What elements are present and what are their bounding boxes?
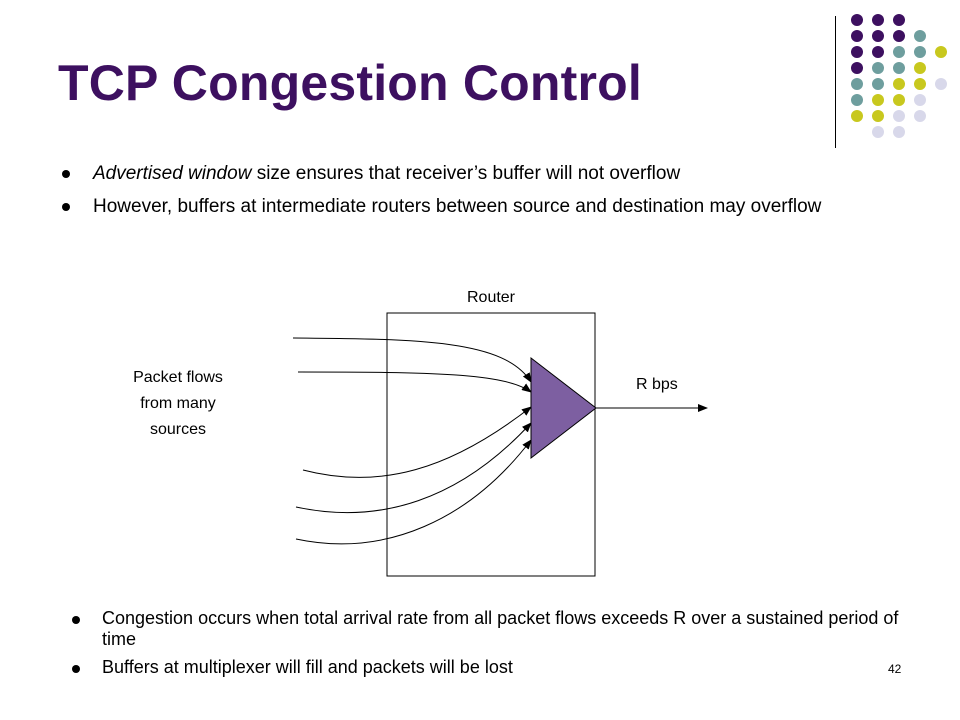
dot bbox=[914, 78, 926, 90]
dot bbox=[872, 94, 884, 106]
dot bbox=[872, 62, 884, 74]
bullet-dot bbox=[62, 203, 70, 211]
bullet-router-buffers: However, buffers at intermediate routers… bbox=[62, 193, 892, 220]
dot bbox=[851, 110, 863, 122]
dot bbox=[872, 126, 884, 138]
flow-arrow bbox=[292, 337, 532, 383]
dot bbox=[893, 110, 905, 122]
dot bbox=[893, 126, 905, 138]
dot bbox=[851, 14, 863, 26]
flow-arrow bbox=[297, 371, 532, 393]
dot bbox=[893, 78, 905, 90]
decorative-vertical-line bbox=[835, 16, 836, 148]
bottom-bullet-list: Congestion occurs when total arrival rat… bbox=[72, 608, 922, 685]
dot bbox=[893, 14, 905, 26]
dot bbox=[872, 46, 884, 58]
dot bbox=[893, 94, 905, 106]
bullet-emphasis: Advertised window bbox=[93, 163, 252, 184]
output-rate-label: R bps bbox=[636, 376, 678, 393]
router-box bbox=[386, 312, 596, 577]
dot bbox=[914, 30, 926, 42]
dot bbox=[872, 30, 884, 42]
slide-title: TCP Congestion Control bbox=[58, 55, 642, 111]
dot bbox=[914, 46, 926, 58]
flows-label-line-1: Packet flows bbox=[133, 369, 223, 386]
router-label: Router bbox=[467, 289, 516, 306]
top-bullet-list: Advertised window size ensures that rece… bbox=[62, 160, 892, 226]
bullet-packet-loss: Buffers at multiplexer will fill and pac… bbox=[72, 657, 922, 678]
dot bbox=[935, 46, 947, 58]
dot bbox=[851, 46, 863, 58]
bullet-text: Congestion occurs when total arrival rat… bbox=[102, 608, 899, 649]
bullet-text: Buffers at multiplexer will fill and pac… bbox=[102, 657, 513, 677]
dot bbox=[893, 46, 905, 58]
dot bbox=[851, 94, 863, 106]
packet-flow-arrows bbox=[292, 337, 532, 545]
dot bbox=[851, 30, 863, 42]
bullet-text: However, buffers at intermediate routers… bbox=[93, 196, 822, 217]
bullet-dot bbox=[72, 616, 80, 624]
flow-arrow bbox=[302, 406, 532, 478]
dot bbox=[851, 62, 863, 74]
dot bbox=[935, 78, 947, 90]
flows-label-line-3: sources bbox=[150, 421, 206, 438]
bullet-dot bbox=[72, 665, 80, 673]
dot bbox=[914, 62, 926, 74]
dot bbox=[851, 78, 863, 90]
page-number: 42 bbox=[888, 662, 902, 676]
flows-label-line-2: from many bbox=[140, 395, 216, 412]
dot bbox=[872, 110, 884, 122]
bullet-dot bbox=[62, 170, 70, 178]
bullet-congestion: Congestion occurs when total arrival rat… bbox=[72, 608, 922, 650]
bullet-advertised-window: Advertised window size ensures that rece… bbox=[62, 160, 892, 187]
multiplexer-triangle bbox=[530, 356, 597, 460]
dot bbox=[872, 14, 884, 26]
dot bbox=[893, 30, 905, 42]
dot bbox=[914, 110, 926, 122]
flow-arrow bbox=[295, 422, 532, 513]
flow-arrow bbox=[295, 439, 532, 545]
dot bbox=[914, 94, 926, 106]
dot bbox=[872, 78, 884, 90]
bullet-text: size ensures that receiver’s buffer will… bbox=[251, 163, 681, 184]
dot bbox=[893, 62, 905, 74]
